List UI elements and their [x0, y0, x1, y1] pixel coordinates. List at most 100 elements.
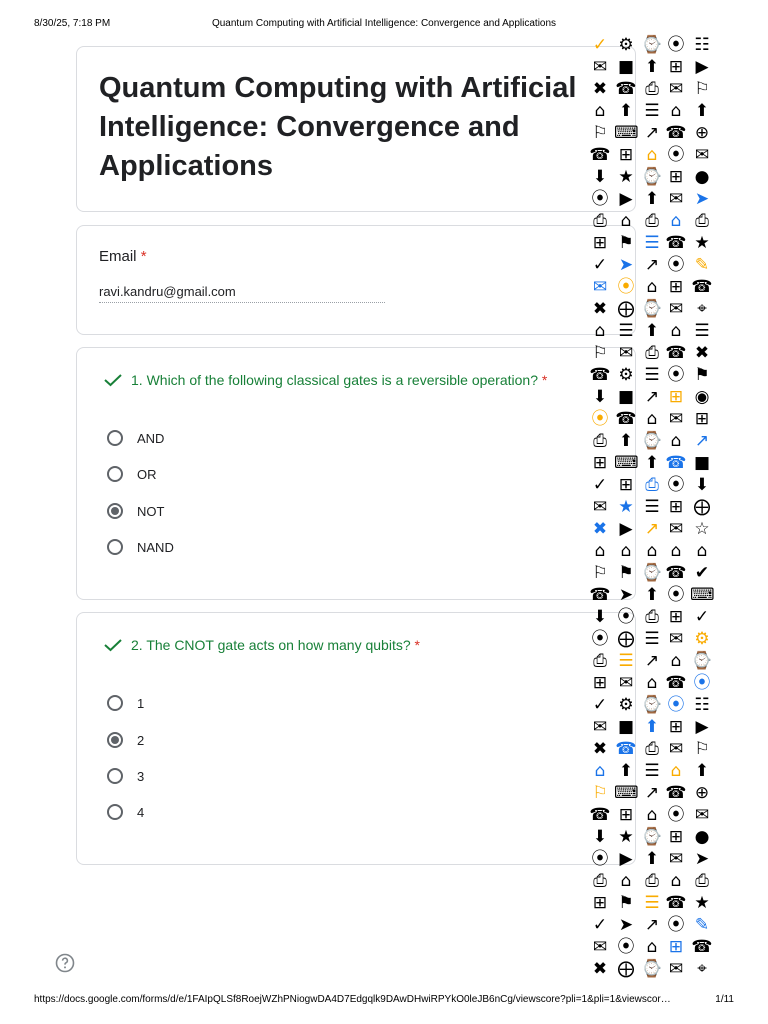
option-not[interactable]: NOT [107, 501, 164, 521]
sprite-icon: ⊞ [668, 497, 684, 517]
option-2[interactable]: 2 [107, 730, 144, 750]
sprite-icon: ⦿ [591, 629, 609, 649]
sprite-icon: ⦿ [591, 409, 609, 429]
sprite-icon: ✉ [618, 343, 634, 363]
sprite-icon: ↗ [644, 387, 660, 407]
sprite-icon: ★ [694, 233, 710, 253]
sprite-icon: ⌨ [690, 585, 714, 605]
sprite-icon: ✉ [592, 717, 608, 737]
sprite-icon: ☰ [644, 497, 660, 517]
sprite-icon: ➤ [694, 189, 710, 209]
radio-unchecked-icon[interactable] [107, 466, 123, 482]
sprite-icon: ↗ [644, 255, 660, 275]
question-title-2: 2. The CNOT gate acts on how many qubits… [103, 635, 603, 655]
sprite-icon: ⌂ [670, 761, 682, 781]
sprite-icon: ⌚ [641, 695, 663, 715]
sprite-icon: ⌚ [641, 827, 663, 847]
sprite-icon: ⌚ [641, 299, 663, 319]
option-and[interactable]: AND [107, 428, 164, 448]
icon-column: ⚙■☎⬆⌨⊞★▶⌂⚑➤⦿⨁☰✉⚙■☎⬆⌨⊞★▶⌂⚑➤⦿⨁☰✉⚙■☎⬆⌨⊞★▶⌂⚑… [614, 34, 638, 990]
sprite-icon: ☎ [665, 783, 687, 803]
sprite-icon: ⚙ [618, 695, 634, 715]
sprite-icon: ☷ [694, 35, 710, 55]
sprite-icon: ⌂ [670, 431, 682, 451]
sprite-icon: ⬇ [592, 167, 608, 187]
sprite-icon: ⊕ [694, 123, 710, 143]
sprite-icon: ⌨ [614, 453, 638, 473]
sprite-icon: ↗ [644, 123, 660, 143]
sprite-icon: ✉ [694, 805, 710, 825]
option-label: AND [137, 430, 165, 446]
radio-unchecked-icon[interactable] [107, 430, 123, 446]
sprite-icon: ☎ [665, 453, 687, 473]
sprite-icon: ⦿ [667, 585, 685, 605]
sprite-icon: ⦿ [617, 277, 635, 297]
required-mark: * [140, 248, 147, 265]
icon-column: ✓✉✖⌂⚐☎⬇⦿⎙⊞✓✉✖⌂⚐☎⬇⦿⎙⊞✓✉✖⌂⚐☎⬇⦿⎙⊞✓✉✖⌂⚐☎⬇⦿⎙⊞… [588, 34, 612, 990]
option-1[interactable]: 1 [107, 693, 144, 713]
sprite-icon: ☎ [665, 563, 687, 583]
sprite-icon: ☎ [589, 585, 611, 605]
radio-unchecked-icon[interactable] [107, 804, 123, 820]
sprite-icon: ⌂ [594, 321, 606, 341]
radio-unchecked-icon[interactable] [107, 768, 123, 784]
sprite-icon: ⌂ [646, 805, 658, 825]
sprite-icon: ⬆ [618, 101, 634, 121]
option-nand[interactable]: NAND [107, 537, 174, 557]
sprite-icon: ☰ [644, 893, 660, 913]
sprite-icon: ⬆ [694, 761, 710, 781]
sprite-icon: ● [694, 827, 710, 847]
sprite-icon: ✖ [592, 299, 608, 319]
sprite-icon: ⌂ [670, 321, 682, 341]
print-footer: https://docs.google.com/forms/d/e/1FAIpQ… [34, 994, 734, 1008]
sprite-icon: ⊞ [618, 145, 634, 165]
email-field[interactable]: ravi.kandru@gmail.com [99, 284, 385, 303]
sprite-icon: ⊞ [592, 673, 608, 693]
sprite-icon: ⊞ [668, 57, 684, 77]
sprite-icon: ⚑ [694, 365, 710, 385]
sprite-icon: ⌚ [641, 959, 663, 979]
radio-checked-icon[interactable] [107, 732, 123, 748]
sprite-icon: ⌂ [594, 541, 606, 561]
sprite-icon: ↗ [644, 651, 660, 671]
sprite-icon: ⬆ [644, 453, 660, 473]
sprite-icon: ☎ [615, 739, 637, 759]
sprite-icon: ⎙ [593, 651, 607, 671]
sprite-icon: ☰ [618, 321, 634, 341]
radio-checked-icon[interactable] [107, 503, 123, 519]
sprite-icon: ↗ [644, 519, 660, 539]
sprite-icon: ✉ [668, 849, 684, 869]
option-label: OR [137, 466, 157, 482]
radio-unchecked-icon[interactable] [107, 695, 123, 711]
sprite-icon: ⌖ [697, 299, 707, 319]
sprite-icon: ● [694, 167, 710, 187]
sprite-icon: ■ [617, 387, 635, 407]
sprite-icon: ⌂ [620, 211, 632, 231]
sprite-icon: ⚑ [618, 893, 634, 913]
sprite-icon: ▶ [695, 717, 709, 737]
print-url: https://docs.google.com/forms/d/e/1FAIpQ… [34, 994, 674, 1005]
sprite-icon: ▶ [695, 57, 709, 77]
option-4[interactable]: 4 [107, 802, 144, 822]
sprite-icon: ✉ [668, 959, 684, 979]
sprite-icon: ➤ [618, 585, 634, 605]
sprite-icon: ⌂ [670, 541, 682, 561]
sprite-icon: ⚐ [592, 343, 608, 363]
check-icon [104, 639, 122, 652]
sprite-icon: ✎ [694, 255, 710, 275]
sprite-icon: ⊞ [618, 805, 634, 825]
option-or[interactable]: OR [107, 464, 157, 484]
check-icon [104, 374, 122, 387]
sprite-icon: ✉ [668, 409, 684, 429]
help-circle-icon[interactable] [55, 953, 75, 973]
sprite-icon: ⬆ [644, 189, 660, 209]
option-3[interactable]: 3 [107, 766, 144, 786]
email-label-text: Email [99, 248, 137, 265]
sprite-icon: ✓ [592, 695, 608, 715]
sprite-icon: ⬆ [644, 849, 660, 869]
sprite-icon: ✉ [668, 519, 684, 539]
sprite-icon: ☰ [644, 761, 660, 781]
radio-unchecked-icon[interactable] [107, 539, 123, 555]
sprite-icon: ⊕ [694, 783, 710, 803]
sprite-icon: ↗ [644, 783, 660, 803]
